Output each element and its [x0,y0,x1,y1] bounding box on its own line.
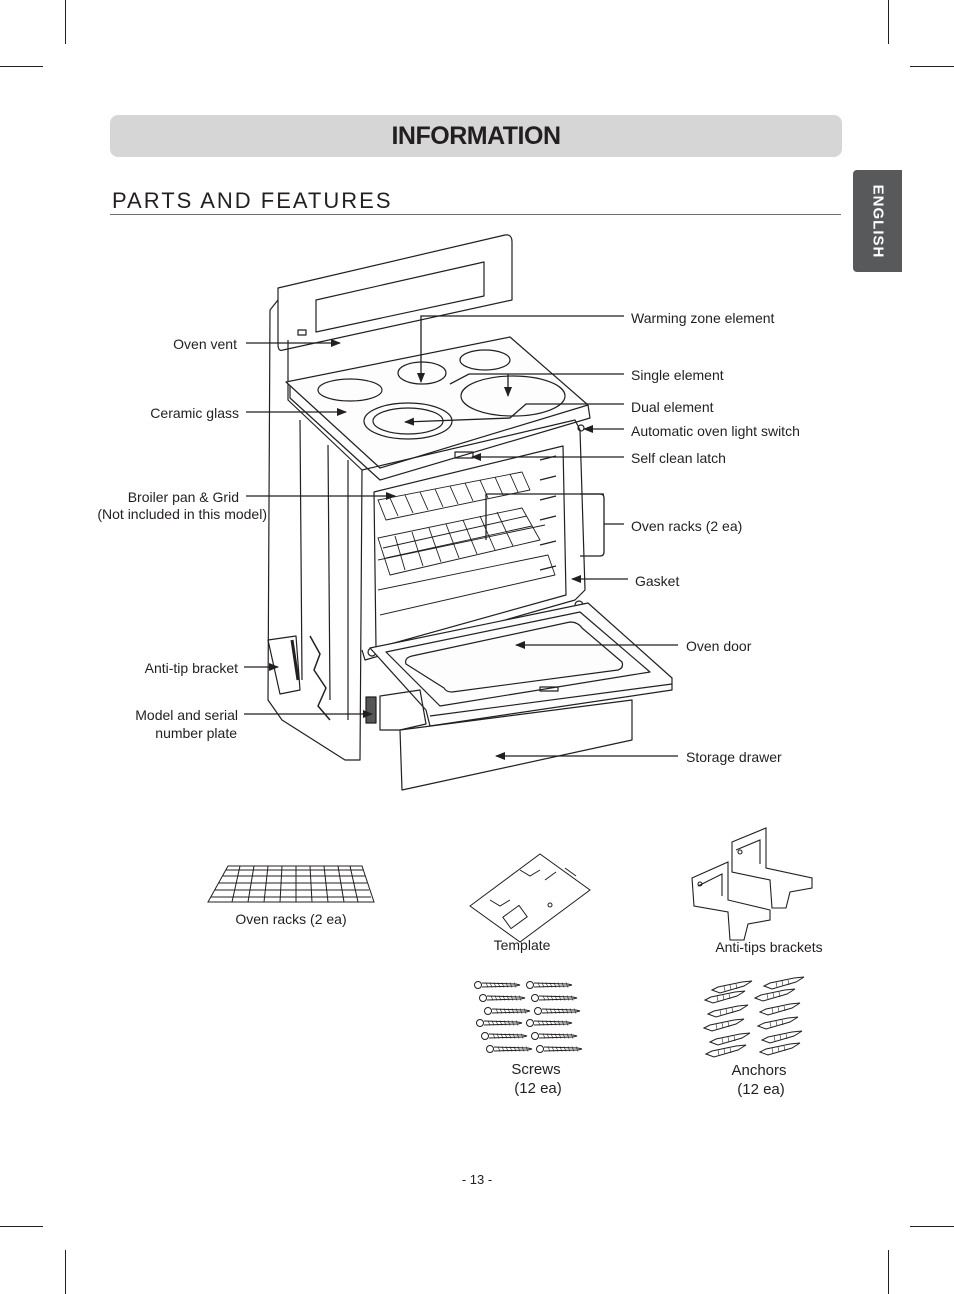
burner-left-rear [317,378,383,402]
oven-front-frame [361,419,586,661]
label-warming-zone: Warming zone element [631,310,775,326]
anchor [703,990,746,1004]
rack-rails [377,524,556,616]
screw [479,994,526,1002]
anchor [704,1044,747,1058]
break-line [309,635,331,721]
caption-anchors: Anchors [731,1062,787,1079]
crop-mark [65,1250,66,1294]
anchor [756,1016,799,1030]
screw [534,1007,581,1015]
caption-screws: Screws [511,1061,561,1078]
oven-door-window [405,621,624,693]
anchor [760,1030,803,1044]
label-model-serial-2: number plate [155,725,237,741]
crop-mark [0,66,43,67]
page-title: INFORMATION [391,121,561,150]
label-storage-drawer: Storage drawer [686,749,782,765]
anchor [710,980,753,994]
screw [474,981,521,989]
label-oven-vent: Oven vent [173,336,237,352]
side-panel-edge [327,444,349,720]
indicator-light [297,329,307,336]
burner-left-front [363,402,453,440]
anti-tip-bracket [267,635,301,695]
crop-mark [0,1226,43,1227]
oven-rack-upper [377,471,531,521]
screw [526,1019,573,1027]
crop-mark [910,1226,954,1227]
caption-anchors-qty: (12 ea) [737,1081,785,1098]
anchor [753,988,796,1002]
accessory-oven-rack [207,865,375,903]
leaders-right [404,315,678,760]
accessory-screws [474,981,583,1053]
anchor [702,1018,745,1032]
range-side-panel [267,299,363,761]
anchor [758,1002,801,1016]
label-single-element: Single element [631,367,724,383]
screw [536,1045,583,1053]
crop-mark [888,0,889,44]
backguard [277,234,513,351]
oven-door-gasket [385,611,651,707]
crop-mark [65,0,66,44]
storage-drawer [399,699,633,791]
section-title: PARTS AND FEATURES [112,188,393,213]
label-oven-door: Oven door [686,638,752,654]
label-self-clean-latch: Self clean latch [631,450,726,466]
model-serial-plate [365,696,377,724]
screw [486,1045,533,1053]
oven-cavity-opening [373,445,567,649]
screw [476,1019,523,1027]
header-banner: INFORMATION [110,115,842,157]
rack-supports [539,455,557,571]
door-badge [539,686,559,692]
anchor [762,976,805,990]
label-dual-element: Dual element [631,399,714,415]
caption-screws-qty: (12 ea) [514,1080,562,1097]
caption-template: Template [493,937,551,953]
anchor [758,1042,801,1056]
language-tab: ENGLISH [853,170,902,272]
label-broiler-pan: Broiler pan & Grid [127,489,239,505]
side-panel-edge [299,419,303,681]
burner-center [397,361,447,385]
leaders-left [244,339,396,718]
backguard-panel [315,261,485,333]
burner-right-rear [459,349,511,371]
screw [484,1007,531,1015]
label-light-switch: Automatic oven light switch [631,423,800,439]
screw [481,1032,528,1040]
crop-mark [888,1250,889,1294]
anchor [706,1004,749,1018]
label-broiler-note: (Not included in this model) [97,506,267,522]
label-gasket: Gasket [635,573,680,589]
cooktop [285,336,589,469]
page-number: - 13 - [461,1172,493,1187]
caption-anti-tip-brackets: Anti-tips brackets [715,939,823,955]
drawer-frame [379,689,427,731]
oven-rack-lower [377,507,541,576]
door-handle-edge [429,683,673,717]
caption-oven-racks: Oven racks (2 ea) [235,911,347,927]
label-oven-racks: Oven racks (2 ea) [631,518,743,534]
anti-tip-screw [290,639,300,681]
section-divider [110,214,841,215]
crop-mark [910,66,954,67]
oven-door [369,602,673,727]
accessory-anti-tip-brackets [691,827,813,941]
label-model-serial: Model and serial [135,707,238,723]
screw [531,1032,578,1040]
accessory-template [469,853,591,943]
label-ceramic-glass: Ceramic glass [150,405,239,421]
accessory-anchors [702,976,805,1058]
cooktop-edge [289,386,591,481]
label-anti-tip-bracket: Anti-tip bracket [144,660,238,676]
screw [526,981,573,989]
anchor [708,1032,751,1046]
screw [531,994,578,1002]
